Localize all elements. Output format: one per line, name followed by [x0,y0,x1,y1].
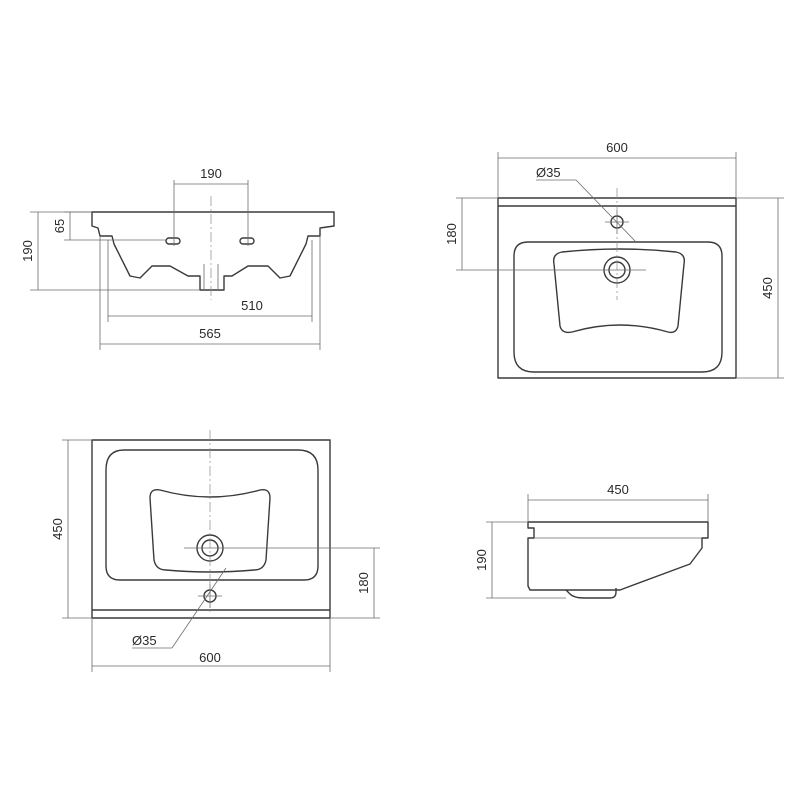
dim-600-lower-label: 600 [199,650,221,665]
dim-190-top-label: 190 [200,166,222,181]
dim-565-label: 565 [199,326,221,341]
dim-510-label: 510 [241,298,263,313]
dim-190-height-label: 190 [20,240,35,262]
front-view: 190 65 190 510 565 [20,166,335,350]
top-view-lower-bowl [105,449,319,581]
dim-180-upper-label: 180 [444,223,459,245]
dim-450-upper-label: 450 [760,277,775,299]
side-view-drain [565,588,617,599]
front-view-drain [203,264,219,290]
dim-d35-upper-label: Ø35 [536,165,561,180]
dim-65-label: 65 [52,219,67,233]
dim-d35-lower-label: Ø35 [132,633,157,648]
side-view: 450 190 [474,482,709,599]
dim-d35-upper-leader [575,179,637,243]
top-view-lower: 450 180 600 Ø35 [50,430,380,672]
top-view-upper-inner-basin [552,248,686,334]
dim-450-side-label: 450 [607,482,629,497]
top-view-lower-outline [91,439,331,619]
side-view-outline [527,521,709,591]
dim-190-side-label: 190 [474,549,489,571]
front-view-outline [91,211,335,291]
front-view-overflow-right [239,237,255,245]
dim-180-lower-label: 180 [356,572,371,594]
top-view-lower-inner-basin [149,488,271,573]
top-view-upper: 600 450 180 Ø35 [444,140,784,379]
dim-450-lower-label: 450 [50,518,65,540]
dim-d35-lower-leader [171,567,227,649]
top-view-upper-bowl [513,241,723,373]
front-view-overflow-left [165,237,181,245]
dim-600-upper-label: 600 [606,140,628,155]
